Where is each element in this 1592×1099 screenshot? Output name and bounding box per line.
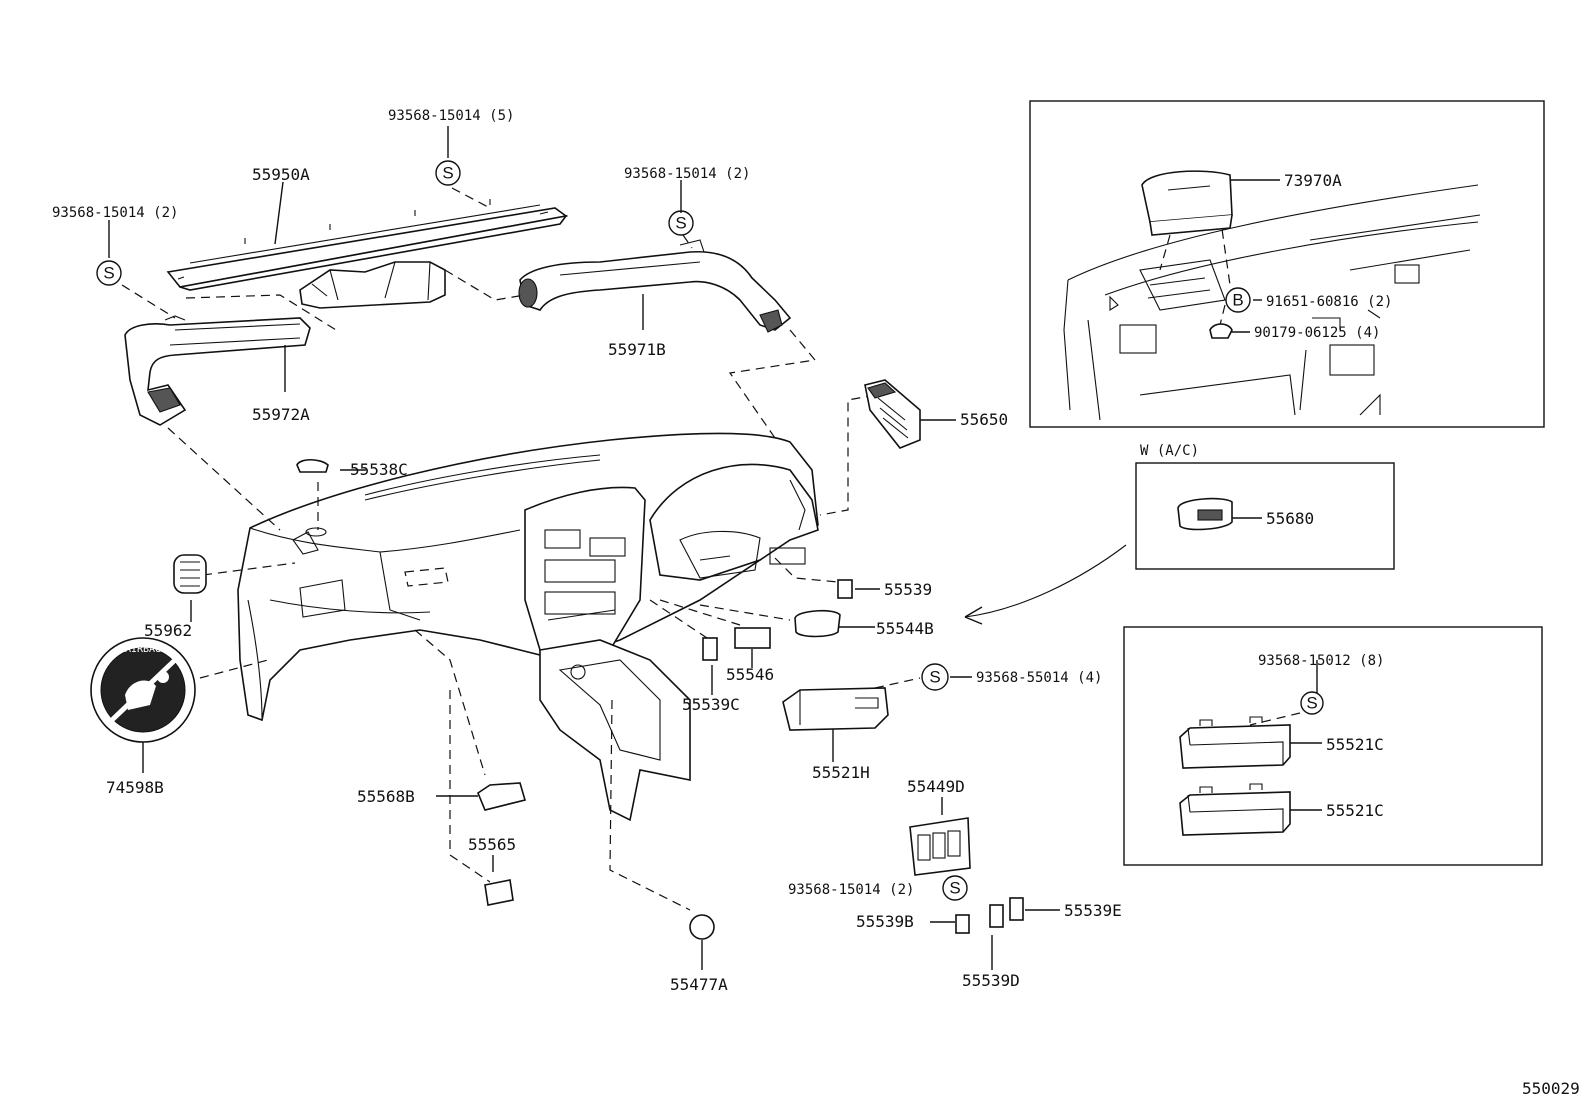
switch-panel-55449D [909,817,971,876]
glovebox-lid-73970A [1141,170,1233,236]
inset-dash-scene [1063,184,1481,421]
label-55539E: 55539E [1064,901,1122,920]
label-93568-15014-5: 93568-15014 (5) [388,108,514,124]
label-wac-title: W (A/C) [1140,443,1199,459]
s-symbol-inset-text: S [1306,694,1317,713]
label-55962: 55962 [144,621,192,640]
fastener-symbols: S S S S S S B [96,160,1324,901]
label-93568-15014-2-mid: 93568-15014 (2) [624,166,750,182]
part-labels: 93568-15014 (5) 55950A 93568-15014 (2) 9… [52,108,1580,1098]
label-55546: 55546 [726,665,774,684]
label-55477A: 55477A [670,975,728,994]
switch-55546 [734,627,771,649]
label-55539C: 55539C [682,695,740,714]
cover-55565 [484,879,514,906]
switch-55680 [1177,497,1233,531]
side-duct-55971B [518,239,792,333]
inset-box-pockets [1123,626,1543,866]
airbag-badge-text: AIRBAG [125,644,161,655]
label-93568-15014-2-bottom: 93568-15014 (2) [788,882,914,898]
s-symbol-left-text: S [103,264,114,283]
airbag-label-74598B: AIRBAG [90,637,196,743]
pocket-55521H [782,687,889,731]
label-55539D: 55539D [962,971,1020,990]
s-symbol-55014 [921,663,949,691]
label-55521C-bottom: 55521C [1326,801,1384,820]
b-symbol-inset-text: B [1232,291,1243,310]
defroster-nozzle-55950A [166,199,568,291]
label-91651-60816-2: 91651-60816 (2) [1266,294,1392,310]
s-symbol-mid-text: S [675,214,686,233]
label-55680: 55680 [1266,509,1314,528]
inset-box-glovebox [1029,100,1545,428]
clip-55539D [989,904,1004,928]
nut-90179 [1209,323,1233,339]
label-90179-06125-4: 90179-06125 (4) [1254,325,1380,341]
label-55971B: 55971B [608,340,666,359]
clip-55539 [837,579,853,599]
label-55568B: 55568B [357,787,415,806]
clip-55538C [296,458,329,473]
label-55521C-top: 55521C [1326,735,1384,754]
label-93568-15012-8: 93568-15012 (8) [1258,653,1384,669]
s-symbol-bottom-text: S [949,879,960,898]
label-55565: 55565 [468,835,516,854]
side-duct-55972A [124,315,311,426]
label-74598B: 74598B [106,778,164,797]
switch-55544B [794,609,841,638]
clip-55539B [955,914,970,934]
s-symbol-top [435,160,461,186]
center-duct [299,261,446,309]
clip-55539C [702,637,718,661]
b-symbol-inset [1225,287,1251,313]
pocket-55521C-lower [1179,783,1291,836]
label-73970A: 73970A [1284,171,1342,190]
side-register-55650 [864,379,921,449]
label-55539: 55539 [884,580,932,599]
label-55950A: 55950A [252,165,310,184]
label-55650: 55650 [960,410,1008,429]
s-symbol-left [96,260,122,286]
footer-diagram-code: 550029 [1522,1079,1580,1098]
bracket-55568B [477,782,527,811]
label-55521H: 55521H [812,763,870,782]
s-symbol-top-text: S [442,164,453,183]
s-symbol-bottom [942,875,968,901]
label-55972A: 55972A [252,405,310,424]
pocket-55521C-upper [1179,716,1291,769]
clip-55539E [1009,897,1024,921]
label-55539B: 55539B [856,912,914,931]
grille-55962 [173,554,207,594]
s-symbol-inset [1300,691,1324,715]
knob-55477A [689,914,715,940]
label-55544B: 55544B [876,619,934,638]
label-93568-55014-4: 93568-55014 (4) [976,670,1102,686]
label-55449D: 55449D [907,777,965,796]
label-55538C: 55538C [350,460,408,479]
leader-lines [108,126,1381,970]
s-symbol-mid [668,210,694,236]
s-symbol-55014-text: S [929,668,940,687]
inset-box-wac [1135,462,1395,570]
small-parts [173,170,1481,940]
label-93568-15014-2-left: 93568-15014 (2) [52,205,178,221]
instrument-panel [237,432,819,822]
